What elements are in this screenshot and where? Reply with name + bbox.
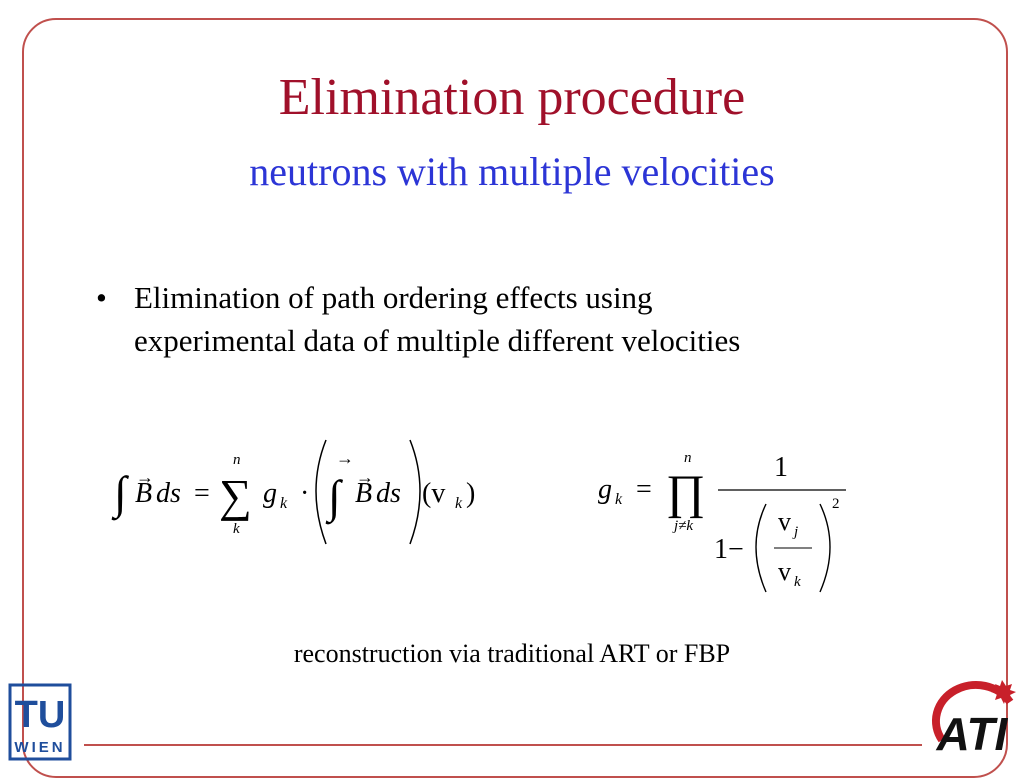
- caption-text: reconstruction via traditional ART or FB…: [293, 639, 731, 668]
- subscript-k-lower: k: [794, 574, 801, 590]
- vector-arrow: →: [136, 467, 154, 487]
- integral-sign: ∫: [111, 467, 129, 521]
- bottom-rule: [84, 744, 922, 746]
- bullet-line-2: experimental data of multiple different …: [134, 323, 741, 358]
- subscript-k: k: [280, 495, 288, 512]
- tu-wien-logo: TU WIEN: [8, 683, 72, 761]
- maple-leaf-icon: [991, 680, 1016, 704]
- formula-left: ∫ → B ds = n ∑ k g k · → ∫ → B ds (v k ): [111, 439, 475, 545]
- inner-right-paren: [819, 503, 831, 593]
- tu-logo-text: TU: [15, 694, 66, 736]
- sum-lower-limit: k: [233, 521, 240, 537]
- inner-arrow: →: [336, 448, 354, 468]
- fraction-numerator: 1: [774, 452, 788, 483]
- product-lower-limit: j≠k: [672, 518, 693, 534]
- multiplication-dot: ·: [300, 478, 309, 509]
- product-sign: ∏: [666, 466, 706, 519]
- wien-logo-text: WIEN: [14, 739, 65, 756]
- symbol-v-k: v: [778, 557, 791, 586]
- exponent-two: 2: [832, 496, 840, 512]
- slide-title: Elimination procedure: [278, 69, 746, 126]
- formula-right: g k = n ∏ j≠k 1 1− v j v k 2: [598, 450, 846, 593]
- inner-symbol-B: B: [355, 478, 372, 509]
- symbol-g: g: [263, 478, 277, 509]
- inner-symbol-ds: ds: [376, 478, 401, 509]
- subscript-j: j: [792, 524, 798, 540]
- left-paren: [315, 439, 327, 545]
- v-argument-open: (v: [422, 478, 445, 509]
- right-paren: [409, 439, 421, 545]
- symbol-v-j: v: [778, 507, 791, 536]
- bullet-marker: •: [96, 280, 107, 315]
- ati-logo-text: ATI: [936, 708, 1009, 760]
- sum-upper-limit: n: [233, 452, 241, 468]
- ati-logo: ATI: [932, 680, 1016, 760]
- equals-sign: =: [194, 478, 210, 509]
- slide-subtitle: neutrons with multiple velocities: [249, 149, 775, 194]
- v-subscript-k: k: [455, 495, 463, 512]
- product-upper-limit: n: [684, 450, 692, 466]
- subscript-k: k: [615, 491, 623, 508]
- bullet-line-1: Elimination of path ordering effects usi…: [134, 280, 653, 315]
- bullet-list: • Elimination of path ordering effects u…: [96, 276, 956, 362]
- tu-logo-border: [8, 683, 72, 761]
- equals-sign: =: [636, 474, 652, 505]
- inner-vector-arrow: →: [356, 467, 374, 487]
- sum-sign: ∑: [219, 470, 252, 521]
- symbol-g: g: [598, 474, 612, 505]
- one-minus: 1−: [714, 534, 744, 565]
- inner-left-paren: [755, 503, 767, 593]
- symbol-B: B: [135, 478, 152, 509]
- symbol-ds: ds: [156, 478, 181, 509]
- v-argument-close: ): [466, 478, 475, 509]
- inner-integral-sign: ∫: [325, 471, 343, 525]
